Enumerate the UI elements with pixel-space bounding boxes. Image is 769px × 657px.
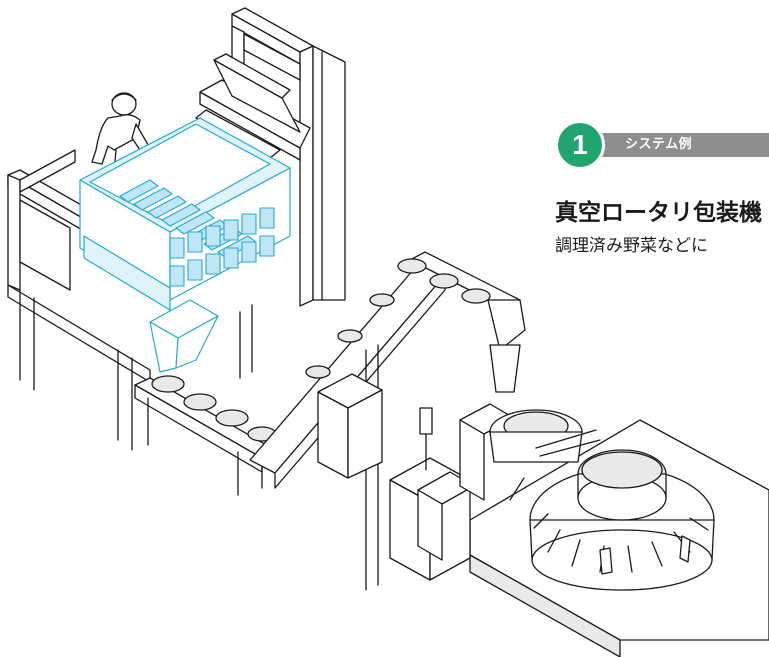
rotary-packaging-machine <box>389 403 769 657</box>
incline-conveyor <box>249 251 526 591</box>
operator-figure <box>91 92 165 173</box>
step-header: システム例 1 <box>555 118 769 170</box>
feeder-tower <box>195 7 346 307</box>
multihead-weigher <box>79 117 291 373</box>
system-title: 真空ロータリ包装機 <box>555 200 762 226</box>
step-label-bar <box>585 133 769 157</box>
cup-conveyor <box>134 375 277 496</box>
step-label: システム例 <box>625 137 693 152</box>
step-number-badge: 1 <box>555 120 605 170</box>
system-subtitle: 調理済み野菜などに <box>555 236 708 256</box>
system-info-panel: システム例 1 真空ロータリ包装機 調理済み野菜などに <box>555 118 769 278</box>
